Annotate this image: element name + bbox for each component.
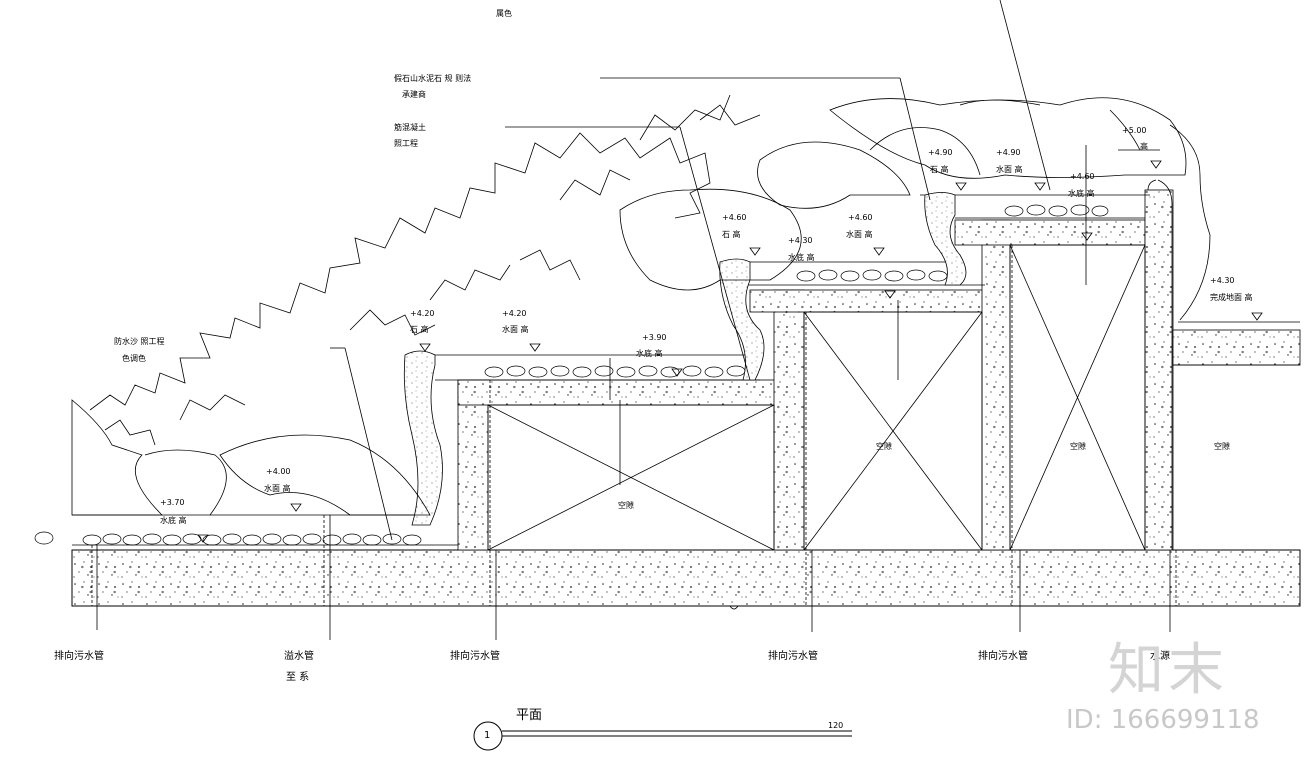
callout-rock-sub: 承建商 xyxy=(402,90,426,99)
top-note: 属色 xyxy=(496,9,512,18)
callout-concrete: 筋混凝土 xyxy=(394,123,426,132)
void-label: 空隙 xyxy=(1070,442,1086,451)
void-label: 空隙 xyxy=(876,442,892,451)
watermark-id: ID: 166699118 xyxy=(1066,705,1260,735)
void-label: 空隙 xyxy=(1214,442,1230,451)
rockwork-edges xyxy=(403,192,967,526)
elevation-desc: 石 高 xyxy=(930,165,949,174)
elevation-markers xyxy=(197,160,1263,543)
pipe-sublabel: 至 系 xyxy=(286,672,310,683)
pond-water-lines xyxy=(72,194,1300,546)
elevation-value: +4.30 xyxy=(788,236,813,245)
elevation-value: +4.90 xyxy=(928,148,953,157)
pebbles xyxy=(34,204,1109,546)
elevation-value: +4.20 xyxy=(502,309,527,318)
elevation-desc: 高 xyxy=(1140,142,1148,151)
void-label: 空隙 xyxy=(618,501,634,510)
tree-canopy xyxy=(89,94,761,446)
elevation-value: +4.60 xyxy=(1070,172,1095,181)
boulders xyxy=(71,97,1211,516)
callout-rock: 假石山水泥石 规 则法 xyxy=(394,74,472,83)
callout-waterproof: 防水沙 照工程 xyxy=(114,337,165,346)
elevation-desc: 水底 高 xyxy=(788,253,815,262)
leader-lines xyxy=(330,0,1160,541)
pipe-label: 排向污水管 xyxy=(768,651,818,662)
title-scale: 120 xyxy=(828,721,844,730)
title-block-graphics xyxy=(473,721,852,751)
elevation-value: +4.30 xyxy=(1210,276,1235,285)
void-cross-boxes xyxy=(487,244,1300,551)
callout-waterproof-sub: 色调色 xyxy=(122,354,146,363)
elevation-desc: 水面 高 xyxy=(846,230,873,239)
foundation-slab xyxy=(71,549,1301,610)
title-name: 平面 xyxy=(516,708,543,723)
elevation-desc: 水面 高 xyxy=(996,165,1023,174)
watermark-logo: 知末 xyxy=(1108,638,1228,703)
title-number: 1 xyxy=(484,730,491,741)
elevation-desc: 石 高 xyxy=(722,230,741,239)
elevation-desc: 石 高 xyxy=(410,325,429,334)
pond-walls xyxy=(457,179,1301,551)
elevation-desc: 水底 高 xyxy=(636,349,663,358)
pipe-label: 溢水管 xyxy=(284,651,314,662)
pipe-label: 水源 xyxy=(1150,651,1170,662)
elevation-desc: 水底 高 xyxy=(160,516,187,525)
elevation-desc: 水底 高 xyxy=(1068,189,1095,198)
elevation-value: +3.90 xyxy=(642,333,667,342)
elevation-desc: 水面 高 xyxy=(502,325,529,334)
elevation-desc: 水面 高 xyxy=(264,484,291,493)
elevation-value: +4.60 xyxy=(848,213,873,222)
pipe-label: 排向污水管 xyxy=(978,651,1028,662)
elevation-value: +4.20 xyxy=(410,309,435,318)
elevation-value: +4.60 xyxy=(722,213,747,222)
callout-concrete-sub: 照工程 xyxy=(394,139,418,148)
pipe-label: 排向污水管 xyxy=(450,651,500,662)
pipe-label: 排向污水管 xyxy=(54,651,104,662)
elevation-value: +5.00 xyxy=(1122,126,1147,135)
elevation-value: +3.70 xyxy=(160,498,185,507)
pipes xyxy=(91,245,1177,640)
elevation-value: +4.00 xyxy=(266,467,291,476)
elevation-desc: 完成地面 高 xyxy=(1210,293,1253,302)
elevation-value: +4.90 xyxy=(996,148,1021,157)
